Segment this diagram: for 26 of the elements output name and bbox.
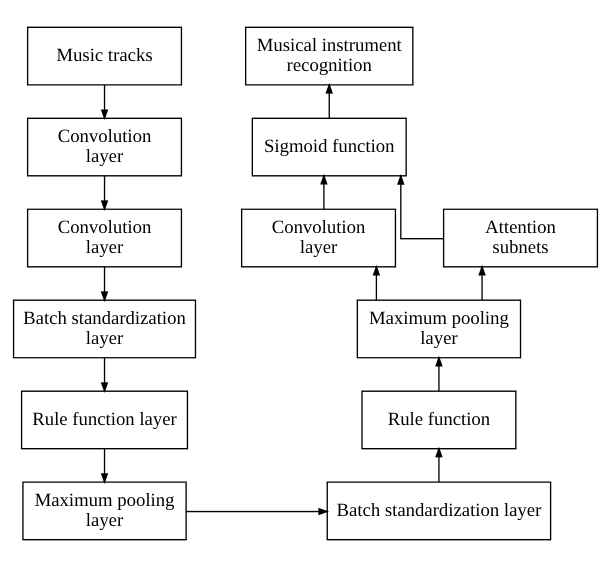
node-box: Convolution layer: [26, 117, 182, 176]
node-box: Maximum pooling layer: [356, 299, 522, 358]
arrow: [100, 266, 108, 302]
node-box: Batch standardization layer: [12, 299, 196, 358]
node-box: Convolution layer: [26, 208, 182, 267]
node-box: Rule function: [361, 390, 516, 449]
node-box: Rule function layer: [20, 390, 188, 449]
arrow: [397, 174, 444, 239]
arrow: [478, 264, 486, 300]
arrow: [326, 82, 333, 118]
arrow: [100, 175, 108, 211]
arrow: [435, 355, 443, 391]
arrow: [100, 84, 108, 120]
node-box: Maximum pooling layer: [22, 480, 187, 540]
arrow: [320, 173, 328, 209]
arrow: [186, 507, 330, 515]
arrow: [100, 357, 108, 393]
arrow: [100, 448, 108, 484]
arrow: [435, 446, 443, 482]
node-box: Musical instrument recognition: [244, 26, 414, 86]
node-box: Sigmoid function: [252, 117, 407, 176]
arrow: [372, 264, 380, 300]
node-box: Attention subnets: [442, 208, 598, 267]
node-box: Batch standardization layer: [326, 480, 552, 540]
node-box: Music tracks: [26, 26, 182, 86]
node-box: Convolution layer: [240, 208, 396, 267]
